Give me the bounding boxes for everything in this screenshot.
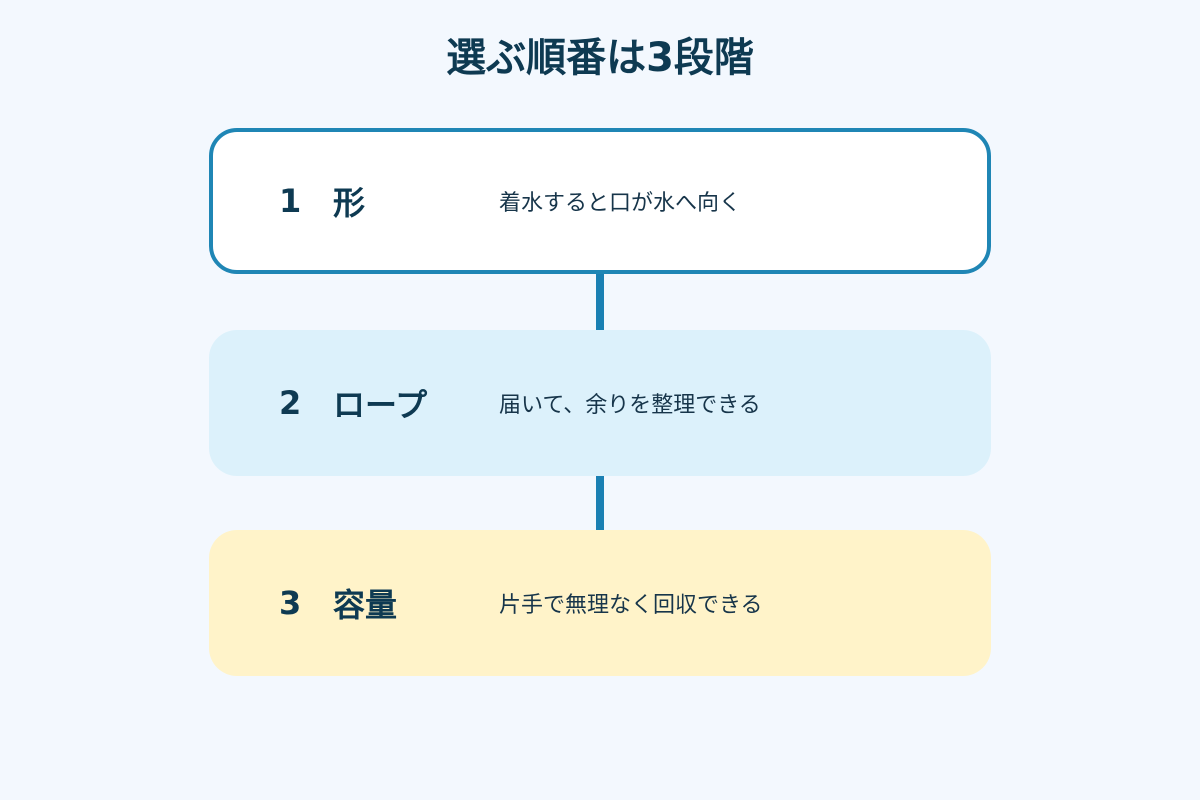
step-label: 形 (333, 184, 366, 222)
step-label: 容量 (333, 586, 398, 624)
page-title: 選ぶ順番は3段階 (446, 35, 754, 81)
step-number: 1 (279, 182, 302, 220)
step-card-1: 1 形 着水すると口が水へ向く (209, 128, 991, 274)
step-label: ロープ (333, 386, 428, 424)
step-card-2: 2 ロープ 届いて、余りを整理できる (209, 330, 991, 476)
step-number: 2 (279, 384, 302, 422)
step-description: 片手で無理なく回収できる (499, 593, 763, 618)
connector-line-2-3 (596, 476, 604, 530)
connector-line-1-2 (596, 274, 604, 330)
step-description: 届いて、余りを整理できる (499, 393, 761, 418)
step-card-3: 3 容量 片手で無理なく回収できる (209, 530, 991, 676)
step-number: 3 (279, 584, 302, 622)
step-description: 着水すると口が水へ向く (499, 191, 742, 216)
